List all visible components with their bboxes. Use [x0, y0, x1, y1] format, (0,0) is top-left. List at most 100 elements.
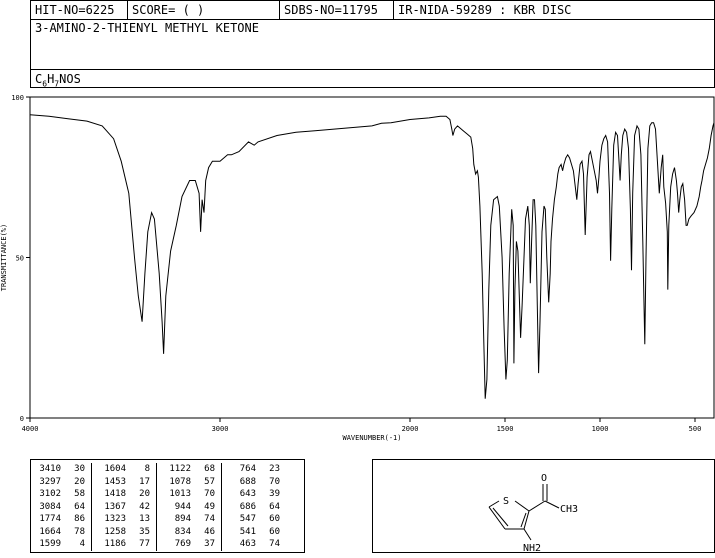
bond [544, 500, 560, 509]
x-tick-label: 2000 [402, 425, 419, 433]
x-tick-label: 1500 [497, 425, 514, 433]
peak-wavenumber: 1013 [169, 489, 191, 499]
amino-group: NH2 [523, 543, 541, 554]
peak-transmittance: 57 [191, 475, 222, 488]
y-axis-label: TRANSMITTANCE(%) [0, 224, 8, 291]
peak-transmittance: 74 [191, 513, 222, 526]
bond [514, 500, 530, 512]
peak-wavenumber: 1774 [39, 514, 61, 524]
peak-wavenumber: 1122 [169, 464, 191, 474]
peak-transmittance: 42 [126, 500, 157, 513]
header-divider [393, 1, 394, 19]
peak-wavenumber: 3410 [39, 464, 61, 474]
peak-transmittance: 68 [191, 463, 222, 476]
compound-name: 3-AMINO-2-THIENYL METHYL KETONE [35, 21, 259, 35]
formula-c-count: 6 [42, 79, 48, 89]
peak-transmittance: 17 [126, 475, 157, 488]
double-bond [520, 512, 527, 528]
peak-transmittance: 46 [191, 525, 222, 538]
peak-transmittance: 86 [61, 513, 92, 526]
peak-wavenumber: 3297 [39, 476, 61, 487]
peak-wavenumber: 547 [239, 514, 256, 524]
bond [528, 500, 546, 512]
bond [488, 506, 506, 530]
plot-frame [29, 96, 715, 419]
peak-wavenumber: 1664 [39, 526, 61, 537]
formula-c: C [35, 72, 43, 86]
x-tick-label: 1000 [592, 425, 609, 433]
peak-wavenumber: 944 [174, 501, 191, 512]
peak-wavenumber: 1078 [169, 476, 191, 487]
peak-transmittance: 37 [191, 538, 222, 551]
peak-transmittance: 70 [269, 476, 280, 487]
peak-wavenumber: 686 [239, 501, 256, 512]
bond [523, 510, 530, 530]
peak-transmittance: 20 [126, 488, 157, 501]
sdbs-number: SDBS-NO=11795 [284, 3, 378, 17]
peak-wavenumber: 688 [239, 476, 256, 487]
peak-transmittance: 13 [126, 513, 157, 526]
peak-transmittance: 23 [269, 464, 280, 474]
peak-wavenumber: 834 [174, 526, 191, 537]
peak-wavenumber: 1604 [104, 464, 126, 474]
atom-oxygen: O [541, 473, 547, 484]
peak-transmittance: 8 [126, 463, 157, 476]
peak-wavenumber: 769 [174, 539, 191, 549]
peak-wavenumber: 1367 [104, 501, 126, 512]
peak-transmittance: 4 [61, 538, 92, 551]
bond [523, 528, 532, 541]
x-tick-label: 3000 [212, 425, 229, 433]
peak-wavenumber: 1186 [104, 539, 126, 549]
peak-wavenumber: 541 [239, 526, 256, 537]
x-tick-label: 4000 [22, 425, 39, 433]
peak-wavenumber: 894 [174, 514, 191, 524]
y-tick-label: 100 [11, 94, 24, 102]
peak-transmittance: 35 [126, 525, 157, 538]
x-tick-label: 500 [689, 425, 702, 433]
peak-transmittance: 64 [269, 501, 280, 512]
peak-wavenumber: 764 [239, 464, 256, 474]
header-box: HIT-NO=6225 SCORE= ( ) SDBS-NO=11795 IR-… [30, 0, 715, 88]
hit-number: HIT-NO=6225 [35, 3, 115, 17]
peak-wavenumber: 463 [239, 539, 256, 549]
peak-wavenumber: 1323 [104, 514, 126, 524]
peak-transmittance: 70 [191, 488, 222, 501]
peak-transmittance: 74 [269, 539, 280, 549]
x-axis-label: WAVENUMBER(-1) [342, 434, 401, 442]
atom-sulfur: S [503, 496, 509, 507]
formula-h: H [47, 72, 55, 86]
peak-transmittance: 49 [191, 500, 222, 513]
header-divider [279, 1, 280, 19]
transmittance-trace [29, 114, 715, 399]
peak-wavenumber: 643 [239, 489, 256, 499]
peak-transmittance: 58 [61, 488, 92, 501]
peak-transmittance: 20 [61, 475, 92, 488]
header-rule [31, 19, 714, 20]
peak-wavenumber: 1599 [39, 539, 61, 549]
molecule-structure: S O CH3 NH2 [488, 473, 578, 554]
peak-wavenumber: 1453 [104, 476, 126, 487]
score-field: SCORE= ( ) [132, 3, 205, 17]
header-divider [127, 1, 128, 19]
formula-h-count: 7 [54, 79, 60, 89]
peak-transmittance: 78 [61, 525, 92, 538]
peak-transmittance: 64 [61, 500, 92, 513]
y-tick-label: 0 [20, 415, 24, 423]
peak-wavenumber: 1418 [104, 489, 126, 499]
ir-info: IR-NIDA-59289 : KBR DISC [398, 3, 572, 17]
double-bond [492, 507, 509, 527]
methyl-group: CH3 [560, 504, 578, 515]
peak-transmittance: 30 [61, 463, 92, 476]
formula-rest: NOS [59, 72, 81, 86]
